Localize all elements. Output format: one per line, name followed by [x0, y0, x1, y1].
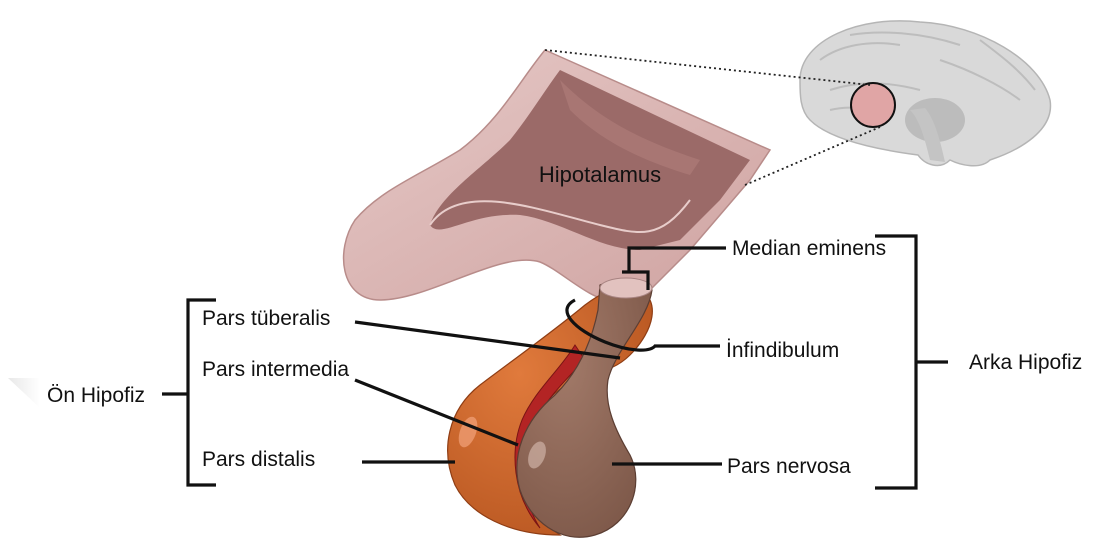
pars-distalis-label: Pars distalis	[202, 448, 315, 471]
pars-nervosa-label: Pars nervosa	[727, 455, 851, 478]
posterior-pituitary-bracket	[875, 236, 948, 488]
brain-inset	[800, 21, 1050, 166]
hypothalamus-label: Hipotalamus	[539, 162, 661, 187]
median-eminence-label: Median eminens	[732, 237, 886, 260]
infundibulum-label: İnfindibulum	[726, 339, 839, 362]
anterior-pituitary-label: Ön Hipofiz	[47, 384, 145, 407]
pars-intermedia-label: Pars intermedia	[202, 358, 349, 381]
faded-pointer	[8, 378, 40, 408]
pars-tuberalis-label: Pars tüberalis	[202, 307, 330, 330]
posterior-pituitary-label: Arka Hipofiz	[969, 351, 1082, 374]
